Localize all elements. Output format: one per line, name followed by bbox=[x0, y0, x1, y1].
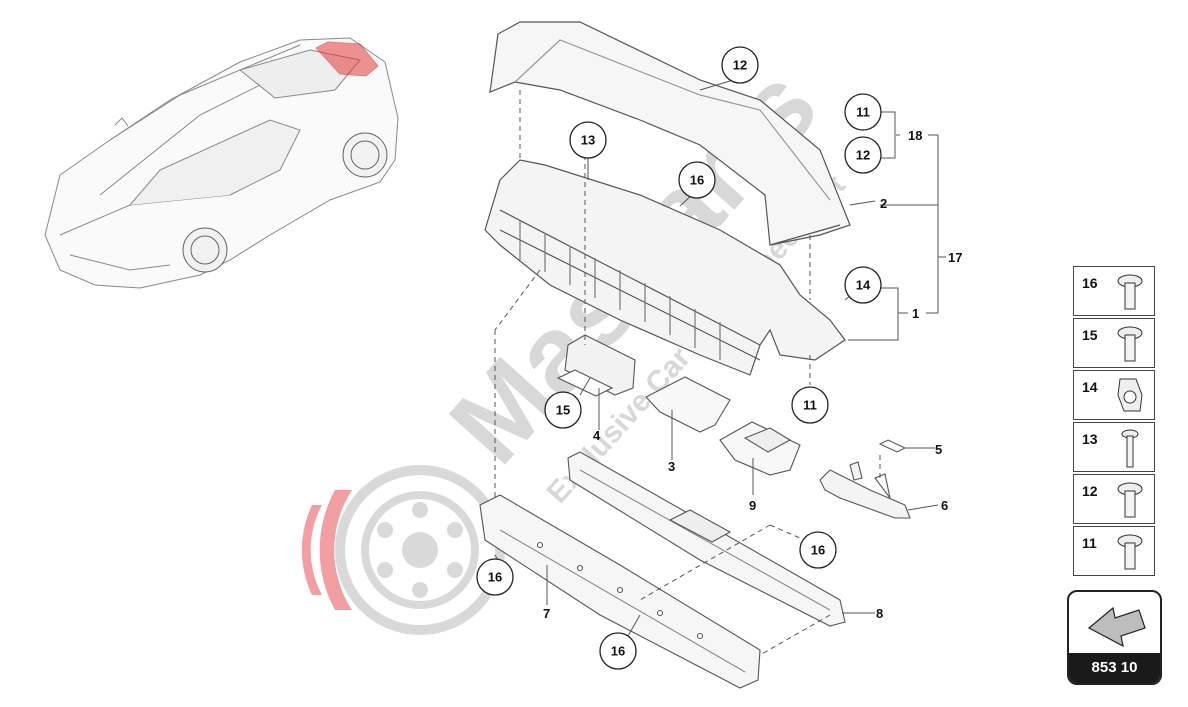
callout-11-top: 11 bbox=[844, 93, 882, 131]
legend-number: 15 bbox=[1082, 327, 1098, 343]
label-9: 9 bbox=[749, 498, 756, 513]
callout-12-top: 12 bbox=[721, 46, 759, 84]
long-screw-icon bbox=[1121, 429, 1139, 468]
callout-12-right: 12 bbox=[844, 136, 882, 174]
flange-bolt-icon bbox=[1117, 326, 1143, 362]
label-6: 6 bbox=[941, 498, 948, 513]
label-17: 17 bbox=[948, 250, 962, 265]
car-thumbnail bbox=[44, 37, 399, 289]
svg-text:12: 12 bbox=[856, 148, 870, 163]
clip-nut-icon bbox=[1117, 378, 1143, 412]
legend-item-11: 11 bbox=[1073, 526, 1155, 576]
callout-13: 13 bbox=[569, 121, 607, 159]
svg-text:15: 15 bbox=[556, 403, 570, 418]
svg-text:13: 13 bbox=[581, 133, 595, 148]
callout-14: 14 bbox=[844, 266, 882, 304]
leader-lines bbox=[494, 77, 946, 651]
rail-part-7 bbox=[479, 494, 761, 689]
svg-text:16: 16 bbox=[811, 543, 825, 558]
svg-text:14: 14 bbox=[856, 278, 871, 293]
legend-item-13: 13 bbox=[1073, 422, 1155, 472]
legend-item-12: 12 bbox=[1073, 474, 1155, 524]
reference-box: 853 10 bbox=[1067, 590, 1162, 685]
label-5: 5 bbox=[935, 442, 942, 457]
label-4: 4 bbox=[593, 428, 601, 443]
svg-text:16: 16 bbox=[690, 173, 704, 188]
legend-number: 12 bbox=[1082, 483, 1098, 499]
flange-bolt-icon bbox=[1117, 534, 1143, 570]
watermark-logo bbox=[301, 465, 505, 635]
label-8: 8 bbox=[876, 606, 883, 621]
label-3: 3 bbox=[668, 459, 675, 474]
legend-item-15: 15 bbox=[1073, 318, 1155, 368]
callout-16-top: 16 bbox=[678, 161, 716, 199]
callout-16-right: 16 bbox=[799, 531, 837, 569]
legend-number: 11 bbox=[1082, 535, 1097, 551]
flange-bolt-icon bbox=[1117, 482, 1143, 518]
reference-number: 853 10 bbox=[1069, 653, 1160, 683]
label-18: 18 bbox=[908, 128, 922, 143]
callout-16-left: 16 bbox=[476, 558, 514, 596]
small-part-5 bbox=[878, 439, 907, 453]
legend-item-16: 16 bbox=[1073, 266, 1155, 316]
plate-part-9 bbox=[719, 421, 801, 476]
spoiler-frame-part bbox=[484, 159, 846, 376]
legend-number: 14 bbox=[1082, 379, 1098, 395]
dashed-guides bbox=[494, 90, 881, 656]
plate-part-3 bbox=[645, 376, 731, 433]
spoiler-part bbox=[489, 21, 851, 246]
label-7: 7 bbox=[543, 606, 550, 621]
rail-part-8 bbox=[567, 451, 846, 627]
flange-bolt-icon bbox=[1117, 274, 1143, 310]
arrow-icon bbox=[1087, 606, 1146, 648]
label-1: 1 bbox=[912, 306, 919, 321]
legend-number: 13 bbox=[1082, 431, 1098, 447]
svg-text:16: 16 bbox=[611, 644, 625, 659]
callout-11-mid: 11 bbox=[791, 386, 829, 424]
svg-text:11: 11 bbox=[856, 105, 870, 120]
legend-number: 16 bbox=[1082, 275, 1098, 291]
bracket-part-6 bbox=[819, 461, 911, 519]
svg-text:16: 16 bbox=[488, 570, 502, 585]
callout-15: 15 bbox=[544, 391, 582, 429]
legend-item-14: 14 bbox=[1073, 370, 1155, 420]
svg-text:11: 11 bbox=[803, 398, 817, 413]
label-2: 2 bbox=[880, 196, 887, 211]
svg-text:12: 12 bbox=[733, 58, 747, 73]
callout-16-bottom: 16 bbox=[599, 632, 637, 670]
highlighted-spoiler bbox=[315, 41, 379, 77]
